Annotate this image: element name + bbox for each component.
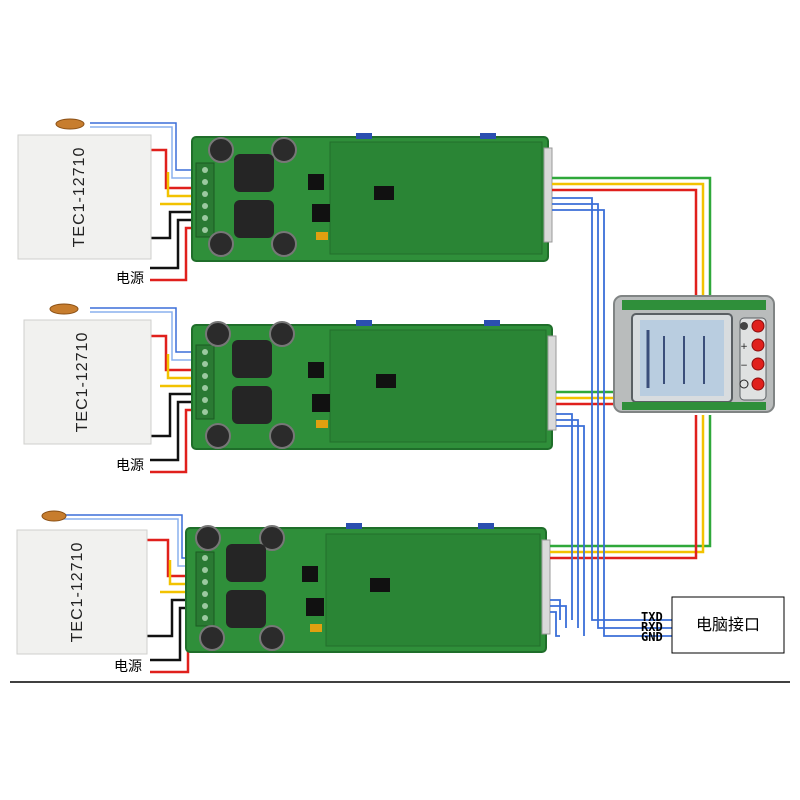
signal-label-rxd: RXD	[641, 620, 663, 634]
sensor-wire	[90, 311, 208, 361]
inductor-icon	[232, 340, 272, 378]
thermistor-icon	[49, 303, 79, 315]
lcd-screen	[640, 320, 724, 396]
controller-board	[191, 320, 557, 450]
controller-board	[185, 523, 551, 653]
tec-module	[16, 529, 148, 655]
capacitor-icon	[259, 625, 285, 651]
tec-wire-red	[150, 334, 208, 372]
capacitor-icon	[271, 137, 297, 163]
menu-button[interactable]	[751, 319, 765, 333]
inductor-icon	[232, 386, 272, 424]
settings-icon	[740, 322, 748, 330]
capacitor-icon	[205, 321, 231, 347]
bus-wire-yellow	[550, 415, 705, 554]
module-1: TEC1-12710 电源	[17, 118, 553, 287]
capacitor-icon	[269, 423, 295, 449]
serial-wire	[552, 209, 672, 637]
power-label: 电源	[116, 458, 144, 474]
sensor-wire	[90, 126, 208, 179]
controller-board	[191, 133, 553, 262]
minus-icon: −	[740, 361, 748, 371]
signal-connector	[541, 539, 551, 635]
serial-wire	[550, 599, 561, 620]
serial-wire	[552, 203, 672, 629]
tec-label: TEC1-12710	[71, 147, 88, 248]
capacitor-icon	[208, 231, 234, 257]
signal-label-txd: TXD	[641, 610, 663, 624]
tec-wire-black	[150, 392, 208, 438]
capacitor-icon	[205, 423, 231, 449]
bus-wire-yellow	[552, 182, 705, 300]
power-label: 电源	[116, 271, 144, 287]
plus-button[interactable]	[751, 338, 765, 352]
serial-wire	[556, 425, 585, 636]
bus-wire-green	[550, 415, 712, 548]
serial-wire	[550, 611, 560, 637]
tec-wire-black	[150, 210, 208, 240]
tec-module	[17, 134, 152, 260]
capacitor-icon	[195, 525, 221, 551]
pc-interface: TXD RXD GND 电脑接口	[641, 596, 785, 654]
serial-wire	[552, 197, 672, 621]
bus-wire-red	[552, 188, 698, 300]
ok-button[interactable]	[751, 377, 765, 391]
bus-wire-green	[552, 176, 712, 300]
pc-interface-box	[671, 596, 785, 654]
plus-icon: +	[740, 342, 748, 352]
inductor-icon	[226, 544, 266, 582]
signal-connector	[547, 335, 557, 431]
capacitor-icon	[269, 321, 295, 347]
chip-icon	[308, 362, 324, 378]
terminal-block	[195, 162, 215, 238]
terminal-block	[195, 551, 215, 627]
chip-icon	[302, 566, 318, 582]
capacitor-icon	[259, 525, 285, 551]
serial-wires	[550, 197, 672, 637]
module-3: TEC1-12710 电源	[16, 510, 551, 675]
inductor-icon	[226, 590, 266, 628]
pc-interface-label: 电脑接口	[696, 615, 760, 634]
tec-label: TEC1-12710	[69, 542, 86, 643]
serial-wire	[556, 413, 573, 620]
inductor-icon	[234, 154, 274, 192]
signal-connector	[543, 147, 553, 243]
serial-wire	[550, 605, 567, 628]
inductor-icon	[234, 200, 274, 238]
thermistor-icon	[55, 118, 85, 130]
display-controller: + −	[613, 295, 775, 413]
chip-icon	[312, 394, 330, 412]
serial-wire	[556, 419, 579, 628]
tec-label: TEC1-12710	[74, 332, 91, 433]
capacitor-icon	[271, 231, 297, 257]
capacitor-icon	[199, 625, 225, 651]
thermistor-icon	[41, 510, 67, 522]
chip-icon	[306, 598, 324, 616]
capacitor-icon	[208, 137, 234, 163]
chip-icon	[308, 174, 324, 190]
chip-icon	[312, 204, 330, 222]
ok-icon	[739, 379, 749, 389]
signal-label-gnd: GND	[641, 630, 663, 644]
tec-module	[23, 319, 152, 445]
tec-wire-red	[150, 148, 208, 190]
terminal-block	[195, 344, 215, 420]
power-label: 电源	[114, 659, 142, 675]
minus-button[interactable]	[751, 357, 765, 371]
module-2: TEC1-12710 电源	[23, 303, 557, 474]
